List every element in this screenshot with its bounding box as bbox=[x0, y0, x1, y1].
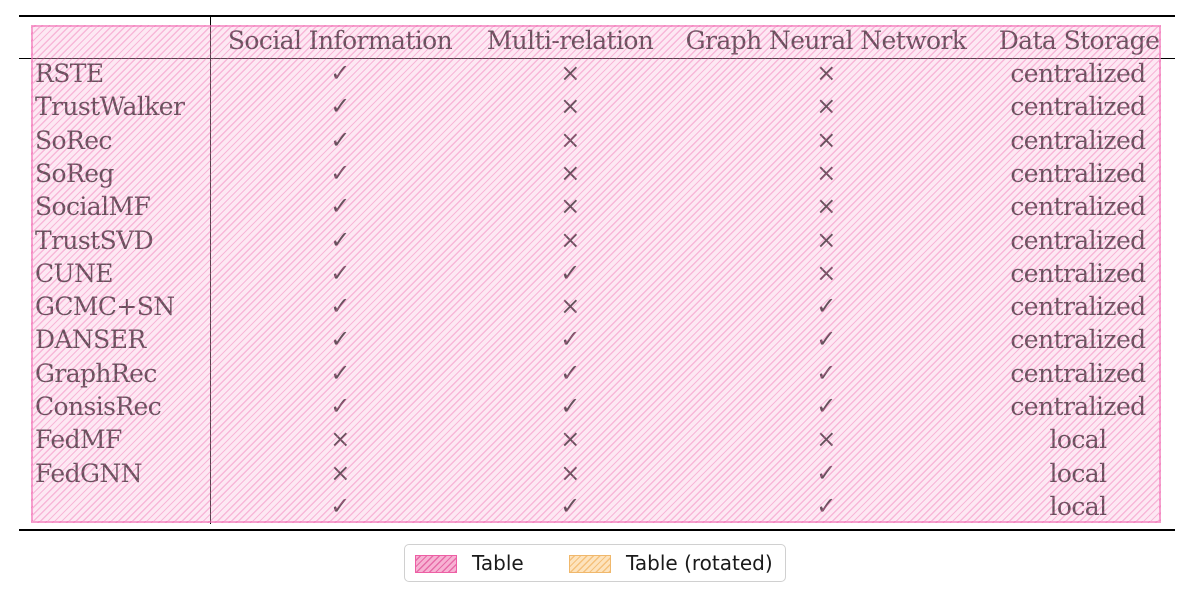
cell-storage: centralized bbox=[1010, 359, 1146, 388]
cell-multi: × bbox=[560, 59, 580, 87]
header-social-information: Social Information bbox=[227, 26, 453, 55]
cell-multi: × bbox=[560, 459, 580, 487]
row-name-cell: GraphRec bbox=[35, 359, 157, 388]
cell-storage: local bbox=[1049, 492, 1108, 521]
legend-swatch-table bbox=[415, 555, 457, 573]
cell-social: ✓ bbox=[330, 226, 350, 254]
cell-social: ✓ bbox=[330, 492, 350, 520]
legend-label-table-rotated: Table (rotated) bbox=[626, 551, 773, 575]
cell-multi: × bbox=[560, 292, 580, 320]
cell-gnn: ✓ bbox=[816, 325, 836, 353]
cell-social: ✓ bbox=[330, 359, 350, 387]
cell-multi: × bbox=[560, 126, 580, 154]
cell-multi: ✓ bbox=[560, 359, 580, 387]
table-column-divider bbox=[210, 16, 211, 524]
cell-storage: centralized bbox=[1010, 192, 1146, 221]
cell-storage: centralized bbox=[1010, 159, 1146, 188]
cell-gnn: × bbox=[816, 425, 836, 453]
cell-social: ✓ bbox=[330, 126, 350, 154]
cell-multi: × bbox=[560, 92, 580, 120]
cell-gnn: × bbox=[816, 92, 836, 120]
row-name-cell: TrustSVD bbox=[35, 226, 154, 255]
cell-social: ✓ bbox=[330, 325, 350, 353]
cell-multi: ✓ bbox=[560, 492, 580, 520]
cell-multi: ✓ bbox=[560, 259, 580, 287]
row-name-cell: GCMC+SN bbox=[35, 292, 175, 321]
row-name-cell: FedGNN bbox=[35, 459, 143, 488]
cell-storage: centralized bbox=[1010, 392, 1146, 421]
cell-gnn: × bbox=[816, 226, 836, 254]
row-name-cell: DANSER bbox=[35, 325, 146, 354]
cell-social: × bbox=[330, 425, 350, 453]
cell-multi: × bbox=[560, 192, 580, 220]
cell-social: × bbox=[330, 459, 350, 487]
cell-gnn: ✓ bbox=[816, 359, 836, 387]
header-graph-neural-network: Graph Neural Network bbox=[685, 26, 967, 55]
row-name-cell: SocialMF bbox=[35, 192, 151, 221]
cell-gnn: × bbox=[816, 159, 836, 187]
row-name-cell: FedMF bbox=[35, 425, 122, 454]
cell-storage: centralized bbox=[1010, 126, 1146, 155]
cell-storage: local bbox=[1049, 425, 1108, 454]
row-name-cell: TrustWalker bbox=[35, 92, 185, 121]
cell-gnn: × bbox=[816, 259, 836, 287]
cell-social: ✓ bbox=[330, 59, 350, 87]
cell-multi: ✓ bbox=[560, 325, 580, 353]
cell-storage: centralized bbox=[1010, 92, 1146, 121]
cell-gnn: ✓ bbox=[816, 392, 836, 420]
cell-social: ✓ bbox=[330, 292, 350, 320]
table-header-rule bbox=[19, 58, 1175, 59]
cell-multi: × bbox=[560, 159, 580, 187]
cell-storage: centralized bbox=[1010, 259, 1146, 288]
cell-multi: × bbox=[560, 226, 580, 254]
row-name-cell: SoReg bbox=[35, 159, 114, 188]
row-name-cell: SoRec bbox=[35, 126, 112, 155]
cell-gnn: ✓ bbox=[816, 292, 836, 320]
cell-storage: centralized bbox=[1010, 59, 1146, 88]
header-multi-relation: Multi-relation bbox=[486, 26, 654, 55]
cell-gnn: ✓ bbox=[816, 459, 836, 487]
cell-social: ✓ bbox=[330, 92, 350, 120]
cell-social: ✓ bbox=[330, 259, 350, 287]
cell-social: ✓ bbox=[330, 159, 350, 187]
cell-multi: × bbox=[560, 425, 580, 453]
cell-storage: centralized bbox=[1010, 325, 1146, 354]
table-top-rule bbox=[19, 15, 1175, 17]
cell-social: ✓ bbox=[330, 392, 350, 420]
cell-gnn: ✓ bbox=[816, 492, 836, 520]
legend: Table Table (rotated) bbox=[404, 544, 786, 582]
cell-social: ✓ bbox=[330, 192, 350, 220]
cell-gnn: × bbox=[816, 59, 836, 87]
cell-storage: centralized bbox=[1010, 226, 1146, 255]
header-data-storage: Data Storage bbox=[998, 26, 1160, 55]
legend-swatch-table-rotated bbox=[569, 555, 611, 573]
row-name-cell: ConsisRec bbox=[35, 392, 162, 421]
cell-storage: local bbox=[1049, 459, 1108, 488]
cell-gnn: × bbox=[816, 126, 836, 154]
cell-gnn: × bbox=[816, 192, 836, 220]
legend-label-table: Table bbox=[472, 551, 524, 575]
table-bottom-rule bbox=[19, 529, 1175, 531]
cell-storage: centralized bbox=[1010, 292, 1146, 321]
cell-multi: ✓ bbox=[560, 392, 580, 420]
row-name-cell: CUNE bbox=[35, 259, 114, 288]
row-name-cell: RSTE bbox=[35, 59, 104, 88]
